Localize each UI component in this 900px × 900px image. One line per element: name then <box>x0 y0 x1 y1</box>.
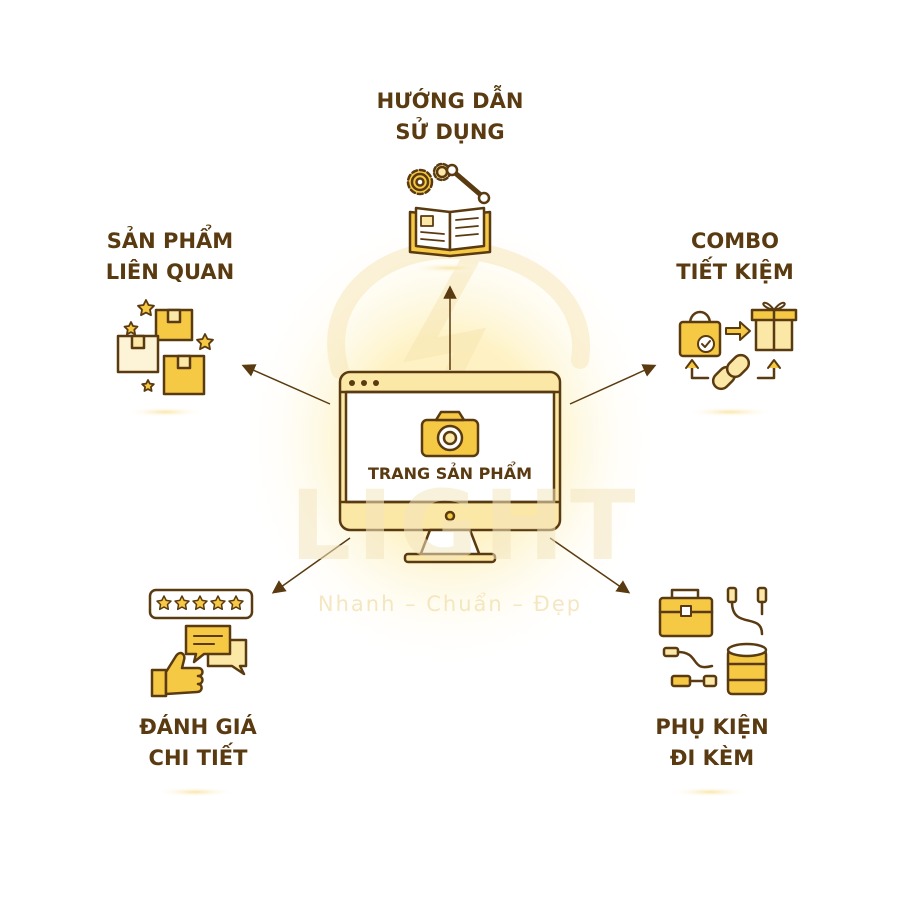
node-label-bottom-right-line2: ĐI KÈM <box>669 746 755 770</box>
node-label-top-right-line2: TIẾT KIỆM <box>676 260 794 284</box>
gears-book-wrench-icon <box>406 162 492 258</box>
node-label-bottom-right: PHỤ KIỆN ĐI KÈM <box>612 712 812 774</box>
shadow-top <box>408 263 492 273</box>
node-label-top-right-line1: COMBO <box>690 229 780 253</box>
node-label-top: HƯỚNG DẪN SỬ DỤNG <box>350 86 550 148</box>
shadow-top-right <box>685 407 775 417</box>
node-label-bottom-right-line1: PHỤ KIỆN <box>655 715 769 739</box>
node-label-top-line1: HƯỚNG DẪN <box>376 89 524 113</box>
boxes-stars-icon <box>116 299 214 396</box>
arrow-to-bottom-right <box>549 537 631 594</box>
arrow-to-bottom-left <box>271 537 351 594</box>
bag-cables-lens-icon <box>658 586 768 696</box>
node-label-top-right: COMBO TIẾT KIỆM <box>635 226 835 288</box>
node-label-top-line2: SỬ DỤNG <box>395 120 505 144</box>
node-label-top-left-line2: LIÊN QUAN <box>105 260 235 284</box>
shadow-bottom-right <box>670 787 750 797</box>
bag-gift-chain-icon <box>678 301 798 391</box>
arrow-to-top-right <box>569 364 657 405</box>
node-label-top-left: SẢN PHẨM LIÊN QUAN <box>70 226 270 288</box>
watermark-slogan: Nhanh – Chuẩn – Đẹp <box>317 592 583 616</box>
node-label-bottom-left: ĐÁNH GIÁ CHI TIẾT <box>98 712 298 774</box>
node-label-bottom-left-line1: ĐÁNH GIÁ <box>139 715 257 739</box>
shadow-bottom-left <box>155 787 235 797</box>
camera-icon <box>420 410 480 458</box>
stars-chat-thumbs-up-icon <box>148 588 254 698</box>
watermark-brand: LIGHT <box>290 470 642 582</box>
center-label: TRANG SẢN PHẨM <box>368 464 532 483</box>
shadow-top-left <box>125 407 205 417</box>
node-label-top-left-line1: SẢN PHẨM <box>106 229 234 253</box>
arrow-to-top-left <box>241 364 331 405</box>
node-label-bottom-left-line2: CHI TIẾT <box>148 746 248 770</box>
